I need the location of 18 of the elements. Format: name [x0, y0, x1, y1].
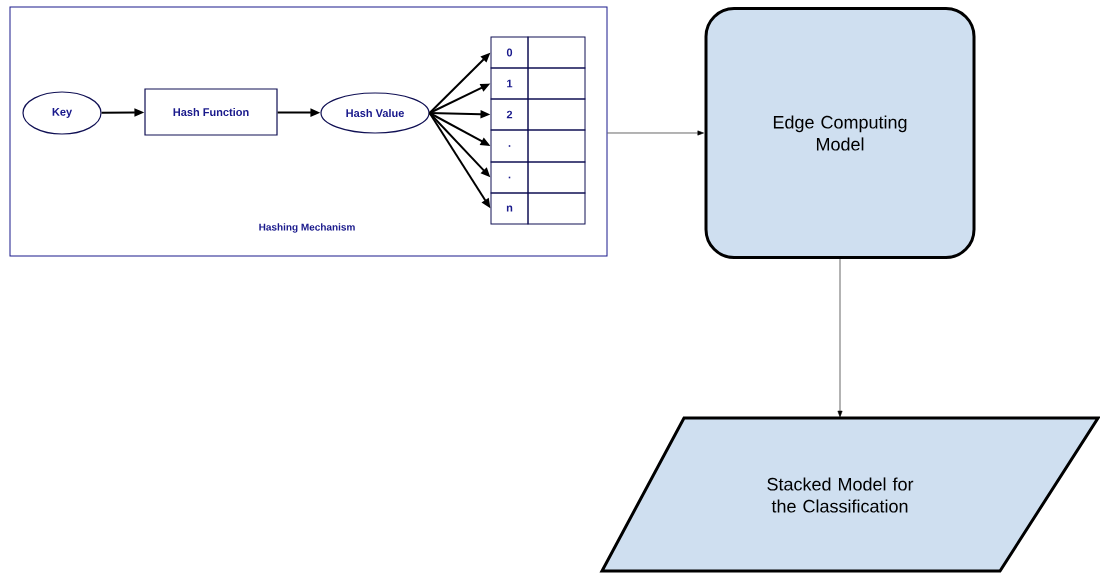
table-cell	[527, 161, 586, 194]
rounded-box: Edge Computing Model	[704, 7, 976, 259]
table-cell: .	[490, 161, 529, 194]
oval-node: Key	[22, 91, 102, 135]
table-cell: 2	[490, 98, 529, 131]
table-cell: 1	[490, 67, 529, 100]
arrow	[607, 130, 704, 136]
table-cell: 0	[490, 36, 529, 69]
table-cell: n	[490, 192, 529, 225]
oval-node: Hash Value	[320, 92, 430, 134]
arrow	[837, 258, 843, 418]
table-cell	[527, 67, 586, 100]
table-cell	[527, 98, 586, 131]
table-cell: .	[490, 129, 529, 163]
table-cell	[527, 192, 586, 225]
process-box: Hash Function	[144, 88, 278, 136]
table-cell	[527, 129, 586, 163]
table-cell	[527, 36, 586, 69]
